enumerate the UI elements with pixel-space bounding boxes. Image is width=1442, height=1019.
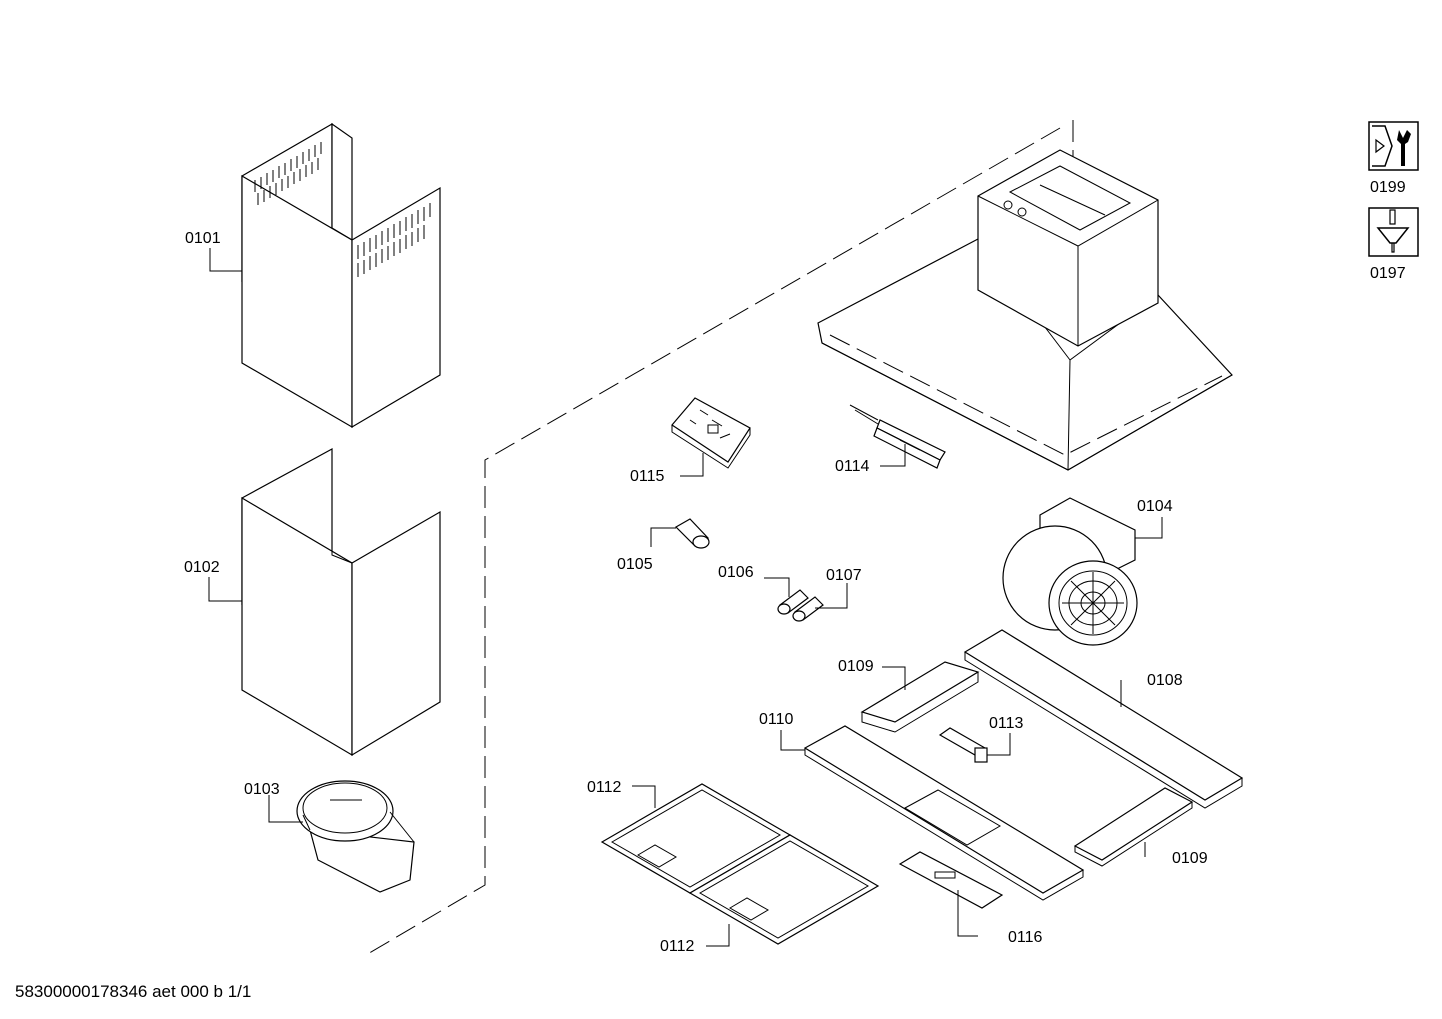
leader-lines xyxy=(208,248,1163,947)
part-label-0110: 0110 xyxy=(759,711,794,728)
fan-motor-assembly xyxy=(1002,497,1138,646)
upper-chimney-cover xyxy=(241,122,441,429)
filter-frame-rear xyxy=(963,629,1244,809)
part-label-0105: 0105 xyxy=(617,556,653,573)
part-label-0108: 0108 xyxy=(1147,672,1183,689)
control-panel xyxy=(849,404,946,469)
capacitor-0105 xyxy=(675,518,710,549)
lamp-0113 xyxy=(938,727,988,763)
switch-cover-0116 xyxy=(898,851,1004,909)
part-label-0112-lower: 0112 xyxy=(660,938,695,955)
tool-label-0199: 0199 xyxy=(1370,179,1406,196)
air-outlet-adapter xyxy=(296,780,415,893)
assembly-dashed-outline xyxy=(365,120,1074,956)
part-label-0101: 0101 xyxy=(185,230,221,247)
document-reference-footer: 58300000178346 aet 000 b 1/1 xyxy=(15,982,252,1001)
part-label-0113: 0113 xyxy=(989,715,1024,732)
part-label-0115: 0115 xyxy=(630,468,665,485)
part-label-0116: 0116 xyxy=(1008,929,1043,946)
light-cover-lower xyxy=(1073,787,1194,867)
part-label-0103: 0103 xyxy=(244,781,280,798)
part-label-0107: 0107 xyxy=(826,567,862,584)
capacitors-0106-0107 xyxy=(777,589,824,622)
screwdriver-tool-icon xyxy=(1368,207,1419,257)
part-label-0104: 0104 xyxy=(1137,498,1173,515)
hood-body xyxy=(817,149,1233,471)
part-label-0112-upper: 0112 xyxy=(587,779,622,796)
part-label-0102: 0102 xyxy=(184,559,220,576)
control-module-board xyxy=(671,397,751,469)
filter-frame-front xyxy=(803,725,1085,901)
lower-chimney-cover xyxy=(241,447,441,757)
part-label-0109-upper: 0109 xyxy=(838,658,874,675)
part-label-0109-lower: 0109 xyxy=(1172,850,1208,867)
wrench-tool-icon xyxy=(1368,121,1419,171)
part-label-0106: 0106 xyxy=(718,564,754,581)
part-labels: 0101 0102 0103 0104 0105 0106 0107 0108 … xyxy=(184,230,1208,955)
tool-label-0197: 0197 xyxy=(1370,265,1406,282)
part-label-0114: 0114 xyxy=(835,458,870,475)
grease-filter-right xyxy=(688,834,880,945)
light-cover-upper xyxy=(860,661,980,733)
